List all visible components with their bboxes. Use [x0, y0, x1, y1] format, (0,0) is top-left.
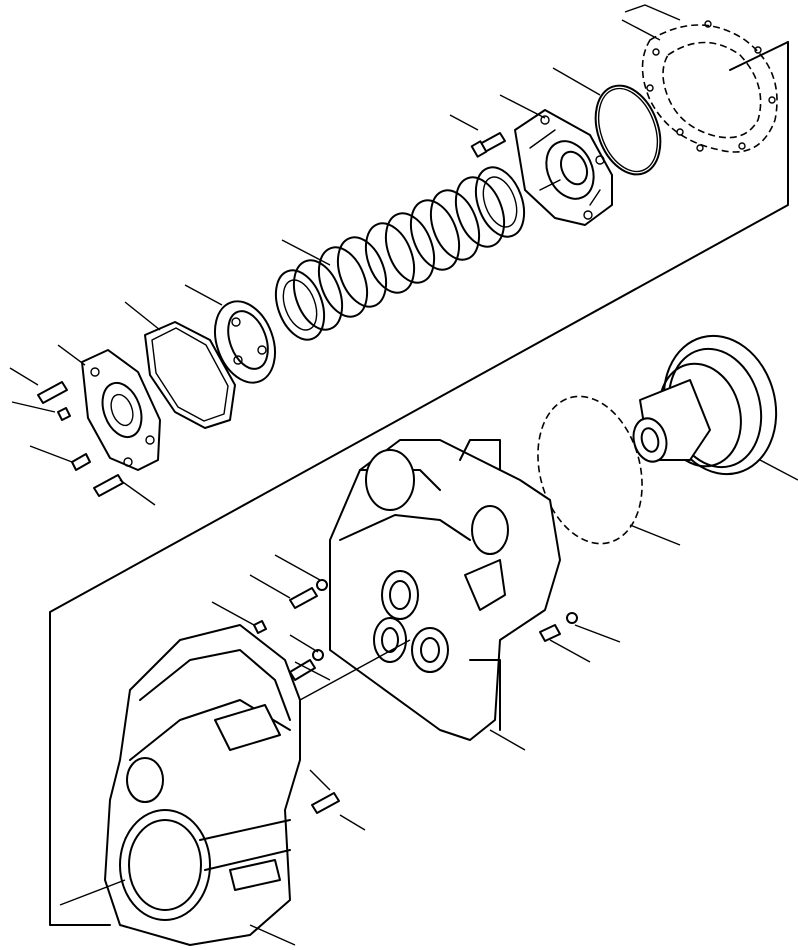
gasket-left — [144, 321, 236, 429]
transmission-case-center — [329, 439, 561, 741]
piston-housing-upper — [514, 109, 613, 226]
o-ring-upper — [594, 84, 662, 176]
bearing-ring — [214, 300, 276, 384]
clutch-disc-pack — [274, 166, 526, 341]
left-fasteners — [37, 381, 124, 497]
cover-gasket-dashed — [641, 20, 778, 153]
cover-plate-left — [81, 349, 161, 471]
o-ring-large-right — [537, 395, 643, 545]
bolt-upper — [470, 132, 506, 158]
bolt-front — [311, 792, 340, 814]
assembly-boundary-frame — [49, 41, 789, 926]
torque-converter-assembly — [632, 334, 778, 476]
transmission-case-front — [104, 624, 301, 946]
center-fasteners — [253, 579, 578, 681]
leader-lines — [9, 4, 798, 946]
